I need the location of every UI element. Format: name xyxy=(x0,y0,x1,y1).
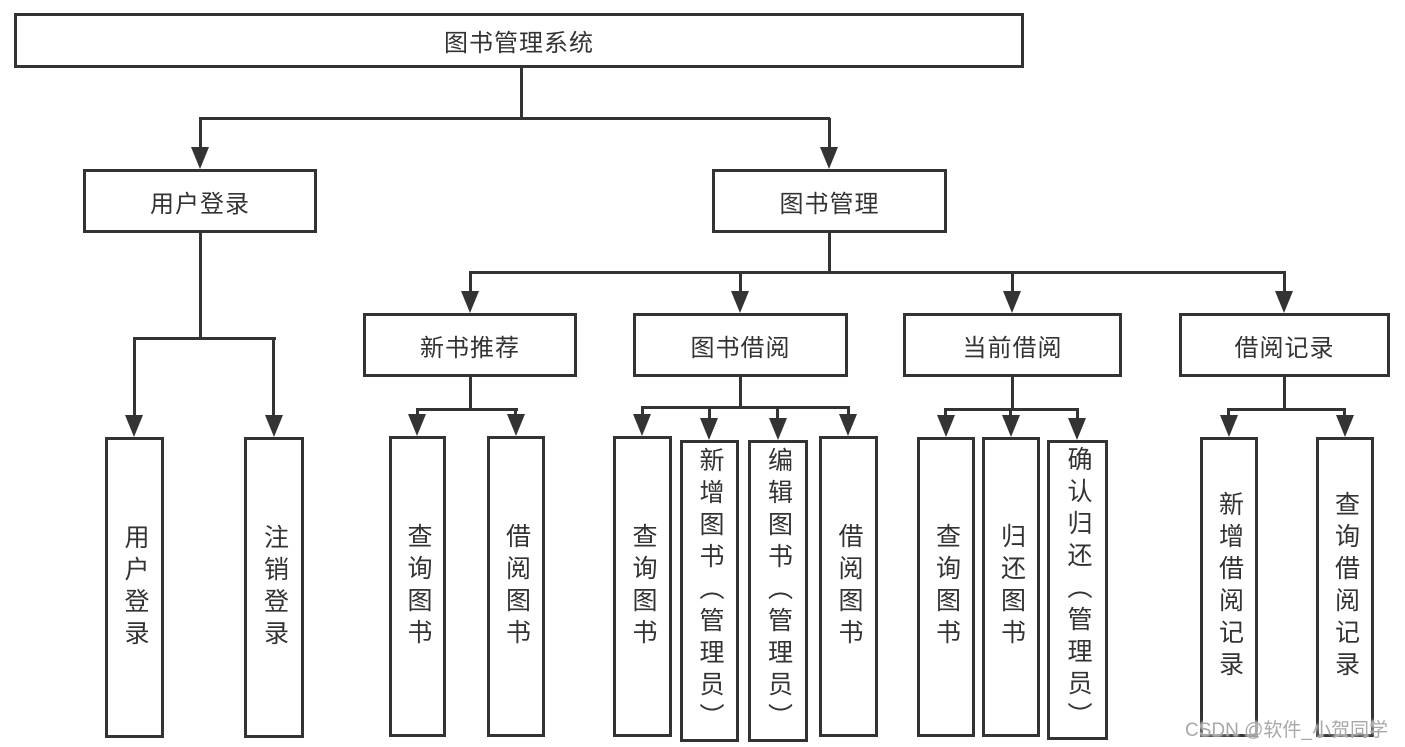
leaf-bb-query-books: 查询图书 xyxy=(613,436,672,737)
leaf-br-add-record-label: 新增借阅记录 xyxy=(1215,491,1244,683)
leaf-br-query-record: 查询借阅记录 xyxy=(1316,437,1374,737)
node-borrow-records: 借阅记录 xyxy=(1179,313,1390,377)
leaf-cb-confirm-return-admin-label: 确认归还（管理员） xyxy=(1064,446,1092,734)
node-book-management: 图书管理 xyxy=(712,169,947,233)
connector-current-borrow-stem xyxy=(1011,377,1014,409)
connector-book-borrow-splitter xyxy=(641,406,850,409)
leaf-br-query-record-label: 查询借阅记录 xyxy=(1331,491,1360,683)
leaf-nb-query-books-label: 查询图书 xyxy=(404,522,432,651)
leaf-cb-query-books-label: 查询图书 xyxy=(932,523,961,651)
leaf-bb-add-books-admin: 新增图书（管理员） xyxy=(680,440,739,742)
leaf-user-login-label: 用户登录 xyxy=(121,523,149,652)
arrowhead-icon xyxy=(507,414,525,436)
arrowhead-icon xyxy=(937,415,955,437)
leaf-logout-label: 注销登录 xyxy=(260,523,289,652)
arrowhead-icon xyxy=(731,291,749,313)
leaf-logout: 注销登录 xyxy=(244,437,304,738)
node-new-book-recommend: 新书推荐 xyxy=(363,313,577,377)
connector-root-stem xyxy=(520,68,523,120)
connector-arrow-shaft xyxy=(708,407,711,419)
arrowhead-icon xyxy=(1068,418,1086,440)
arrowhead-icon xyxy=(1336,415,1354,437)
arrowhead-icon xyxy=(1275,291,1293,313)
leaf-cb-return-books-label: 归还图书 xyxy=(997,523,1026,651)
arrowhead-icon xyxy=(633,414,651,436)
connector-arrow-shaft xyxy=(641,407,644,415)
connector-level2-splitter xyxy=(199,117,830,120)
connector-arrow-shaft xyxy=(416,409,419,417)
connector-arrow-shaft xyxy=(776,407,779,419)
connector-arrow-shaft xyxy=(272,338,275,418)
connector-arrow-shaft xyxy=(514,409,517,417)
connector-arrow-shaft xyxy=(739,272,742,293)
connector-new-book-stem xyxy=(469,377,472,409)
node-borrow-records-label: 借阅记录 xyxy=(1234,334,1335,362)
leaf-nb-borrow-books-label: 借阅图书 xyxy=(502,522,531,651)
arrowhead-icon xyxy=(1220,415,1238,437)
leaf-cb-return-books: 归还图书 xyxy=(982,437,1040,737)
leaf-bb-add-books-admin-label: 新增图书（管理员） xyxy=(696,447,724,735)
node-user-login-label: 用户登录 xyxy=(150,190,250,218)
connector-arrow-shaft xyxy=(469,272,472,293)
node-book-borrow-label: 图书借阅 xyxy=(690,334,791,362)
node-book-borrow: 图书借阅 xyxy=(633,313,848,377)
connector-arrow-shaft xyxy=(1227,409,1230,417)
arrowhead-icon xyxy=(265,415,283,437)
leaf-cb-query-books: 查询图书 xyxy=(917,437,975,737)
arrowhead-icon xyxy=(408,414,426,436)
leaf-user-login: 用户登录 xyxy=(105,437,164,738)
connector-arrow-shaft xyxy=(1011,272,1014,293)
arrowhead-icon xyxy=(1003,291,1021,313)
connector-arrow-shaft xyxy=(1076,409,1079,419)
leaf-bb-query-books-label: 查询图书 xyxy=(629,522,657,651)
connector-book-mgmt-stem xyxy=(828,233,831,274)
leaf-br-add-record: 新增借阅记录 xyxy=(1200,437,1258,737)
leaf-bb-edit-books-admin-label: 编辑图书（管理员） xyxy=(764,447,793,735)
node-current-borrow: 当前借阅 xyxy=(903,313,1122,377)
node-new-book-recommend-label: 新书推荐 xyxy=(420,334,520,362)
arrowhead-icon xyxy=(820,147,838,169)
node-book-management-label: 图书管理 xyxy=(779,190,880,218)
node-user-login: 用户登录 xyxy=(83,169,317,233)
connector-user-login-splitter xyxy=(133,337,276,340)
connector-new-book-splitter xyxy=(416,408,518,411)
node-current-borrow-label: 当前借阅 xyxy=(962,334,1063,362)
leaf-bb-borrow-books: 借阅图书 xyxy=(819,436,878,737)
arrowhead-icon xyxy=(461,291,479,313)
arrowhead-icon xyxy=(700,418,718,440)
leaf-bb-borrow-books-label: 借阅图书 xyxy=(835,522,863,651)
connector-arrow-shaft xyxy=(199,118,202,150)
csdn-watermark: CSDN @软件_小贺同学 xyxy=(1185,720,1388,741)
connector-arrow-shaft xyxy=(944,409,947,417)
leaf-bb-edit-books-admin: 编辑图书（管理员） xyxy=(748,440,808,742)
connector-arrow-shaft xyxy=(1283,272,1286,293)
connector-arrow-shaft xyxy=(1009,409,1012,417)
leaf-cb-confirm-return-admin: 确认归还（管理员） xyxy=(1047,440,1108,740)
connector-arrow-shaft xyxy=(828,118,831,150)
leaf-nb-query-books: 查询图书 xyxy=(389,436,446,737)
arrowhead-icon xyxy=(191,147,209,169)
node-root-label: 图书管理系统 xyxy=(444,30,594,57)
connector-borrow-records-splitter xyxy=(1227,408,1346,411)
leaf-nb-borrow-books: 借阅图书 xyxy=(487,436,545,737)
connector-borrow-records-stem xyxy=(1283,377,1286,409)
connector-arrow-shaft xyxy=(847,407,850,415)
arrowhead-icon xyxy=(769,418,787,440)
arrowhead-icon xyxy=(125,415,143,437)
connector-book-borrow-stem xyxy=(739,377,742,408)
connector-arrow-shaft xyxy=(133,338,136,418)
connector-level3-splitter xyxy=(469,271,1286,274)
connector-user-login-stem xyxy=(199,233,202,338)
connector-arrow-shaft xyxy=(1343,409,1346,417)
arrowhead-icon xyxy=(839,414,857,436)
arrowhead-icon xyxy=(1002,415,1020,437)
node-root: 图书管理系统 xyxy=(14,13,1024,68)
